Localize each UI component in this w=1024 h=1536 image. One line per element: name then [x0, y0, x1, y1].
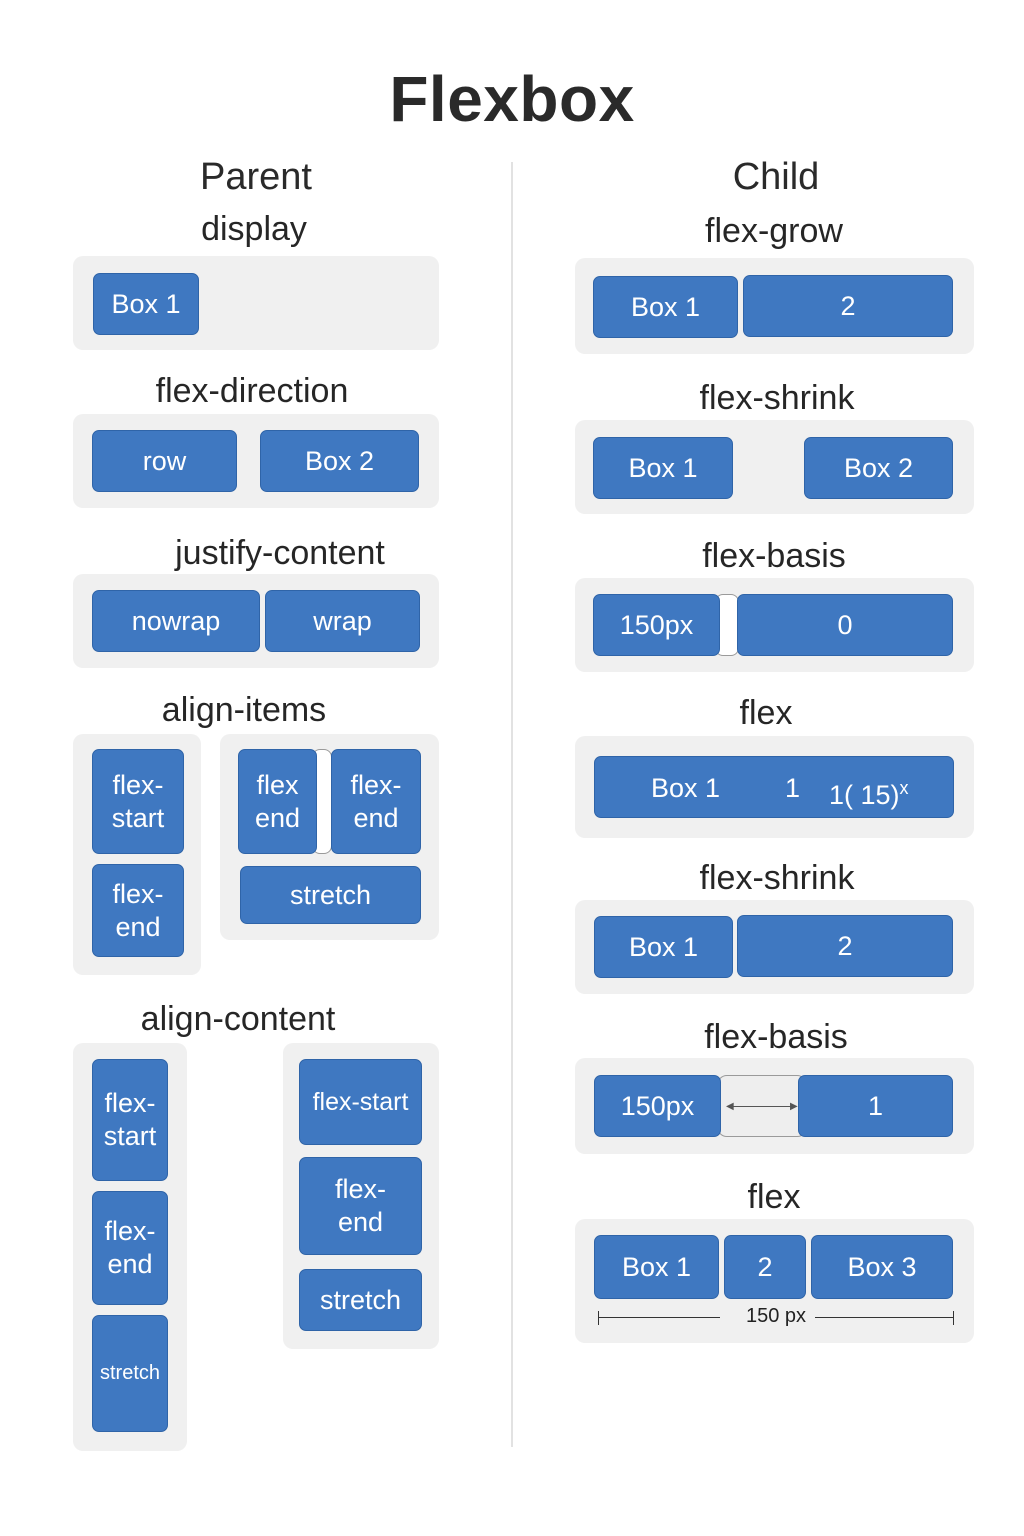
- flex-panel-2: Box 1 2 Box 3: [575, 1219, 974, 1343]
- flex-grow-label: flex-grow: [705, 212, 843, 250]
- align-items-box-flex-end-a: flex end: [238, 749, 317, 854]
- flex-shrink-panel-1: Box 1 Box 2: [575, 420, 974, 514]
- align-items-right-panel: flex end flex- end stretch: [220, 734, 439, 940]
- align-content-box-flex-end: flex- end: [92, 1191, 168, 1305]
- flex-2-box-3: Box 3: [811, 1235, 953, 1299]
- justify-content-panel: nowrap wrap: [73, 574, 439, 668]
- align-items-box-flex-end: flex- end: [92, 864, 184, 957]
- flex-basis-panel-1: 150px 0: [575, 578, 974, 672]
- width-measure: 150 px: [598, 1305, 954, 1327]
- align-content-box-stretch: stretch: [92, 1315, 168, 1432]
- align-content-box-flex-start: flex- start: [92, 1059, 168, 1181]
- display-label: display: [201, 210, 307, 248]
- flex-label-1: flex: [739, 694, 793, 732]
- align-content-left-panel: flex- start flex- end stretch: [73, 1043, 187, 1451]
- flex-grow-box-1: Box 1: [593, 276, 738, 338]
- flex-shrink-2-box-2: 2: [737, 915, 953, 977]
- flex-label-2: flex: [747, 1178, 801, 1216]
- align-items-box-flex-start: flex- start: [92, 749, 184, 854]
- measure-label: 150 px: [745, 1305, 807, 1327]
- measure-tick-right: [953, 1311, 954, 1325]
- align-items-left-panel: flex- start flex- end: [73, 734, 201, 975]
- gap-arrow-right-icon: ▶: [790, 1101, 798, 1112]
- flex-grow-panel: Box 1 2: [575, 258, 974, 354]
- justify-content-box-wrap: wrap: [265, 590, 420, 652]
- flex-basis-box-150px: 150px: [593, 594, 720, 656]
- flex-box-combined: Box 1 1 1( 15)x: [594, 756, 954, 818]
- flex-direction-box-row: row: [92, 430, 237, 492]
- align-content-box-stretch-b: stretch: [299, 1269, 422, 1331]
- align-items-label: align-items: [161, 691, 327, 729]
- flex-basis-label-1: flex-basis: [702, 537, 846, 575]
- align-content-right-panel: flex-start flex- end stretch: [283, 1043, 439, 1349]
- flex-formula-base: 1( 15): [829, 780, 900, 810]
- parent-heading: Parent: [200, 156, 312, 198]
- page-title: Flexbox: [389, 63, 635, 135]
- measure-line-right: [815, 1317, 954, 1318]
- align-items-box-stretch: stretch: [240, 866, 421, 924]
- gap-arrow-line: [728, 1106, 796, 1107]
- gap-arrow-left-icon: ◀: [726, 1101, 734, 1112]
- display-panel: Box 1: [73, 256, 439, 350]
- flex-basis-panel-2: ◀ ▶ 150px 1: [575, 1058, 974, 1154]
- justify-content-box-nowrap: nowrap: [92, 590, 260, 652]
- align-content-label: align-content: [140, 1000, 336, 1038]
- flex-direction-box-2: Box 2: [260, 430, 419, 492]
- child-heading: Child: [732, 156, 820, 198]
- align-content-box-flex-start-b: flex-start: [299, 1059, 422, 1145]
- flex-shrink-label-2: flex-shrink: [699, 859, 855, 897]
- display-box-1: Box 1: [93, 273, 199, 335]
- flex-box-text-box-1: Box 1: [651, 773, 721, 803]
- flex-basis-2-box-1: 1: [798, 1075, 953, 1137]
- flex-panel-1: Box 1 1 1( 15)x: [575, 736, 974, 838]
- flex-basis-2-box-150px: 150px: [594, 1075, 721, 1137]
- flex-shrink-panel-2: Box 1 2: [575, 900, 974, 994]
- measure-line-left: [598, 1317, 720, 1318]
- align-items-box-flex-end-b: flex- end: [331, 749, 421, 854]
- flex-box-text-1: 1: [785, 773, 801, 803]
- flex-direction-label: flex-direction: [155, 372, 349, 410]
- flex-shrink-2-box-1: Box 1: [594, 916, 733, 978]
- flex-basis-gap-2: ◀ ▶: [717, 1075, 807, 1137]
- measure-tick-left: [598, 1311, 599, 1325]
- flex-basis-box-0: 0: [737, 594, 953, 656]
- flex-shrink-box-1: Box 1: [593, 437, 733, 499]
- column-divider: [511, 162, 513, 1447]
- flex-2-box-2: 2: [724, 1235, 806, 1299]
- flex-direction-panel: row Box 2: [73, 414, 439, 508]
- flex-box-text-formula: 1( 15)x: [829, 772, 909, 812]
- flex-2-box-1: Box 1: [594, 1235, 719, 1299]
- justify-content-label: justify-content: [175, 534, 385, 572]
- align-content-box-flex-end-b: flex- end: [299, 1157, 422, 1255]
- flex-basis-label-2: flex-basis: [704, 1018, 848, 1056]
- flex-shrink-box-2: Box 2: [804, 437, 953, 499]
- flex-shrink-label-1: flex-shrink: [699, 379, 855, 417]
- flex-grow-box-2: 2: [743, 275, 953, 337]
- flex-formula-sup: x: [899, 778, 909, 798]
